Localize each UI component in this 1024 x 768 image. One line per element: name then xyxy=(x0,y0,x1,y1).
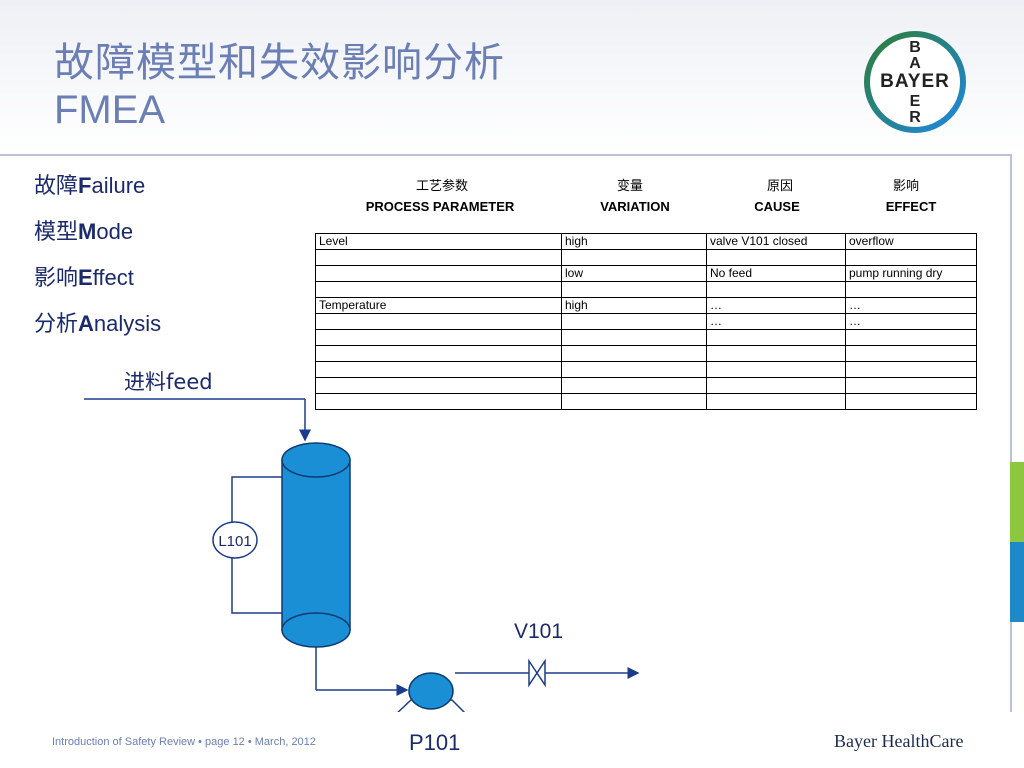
table-cell xyxy=(315,281,562,298)
vessel-icon xyxy=(281,442,351,648)
table-cell xyxy=(315,329,562,346)
table-row xyxy=(315,249,977,266)
header-band xyxy=(0,0,1024,152)
pump-label: P101 xyxy=(409,730,461,755)
table-cell xyxy=(845,249,977,266)
definition-rest: ailure xyxy=(91,173,146,198)
table-cell xyxy=(706,345,846,362)
table-cell: No feed xyxy=(706,265,846,282)
definition-rest: nalysis xyxy=(93,311,162,336)
svg-text:A: A xyxy=(909,55,921,72)
table-cell xyxy=(845,281,977,298)
table-cell xyxy=(561,249,707,266)
table-row xyxy=(315,393,977,410)
table-cell: low xyxy=(561,265,707,282)
pump-icon xyxy=(392,672,470,717)
table-cell: … xyxy=(706,313,846,330)
table-cell xyxy=(706,393,846,410)
table-cell: high xyxy=(561,297,707,314)
svg-text:B: B xyxy=(909,39,921,56)
table-cell xyxy=(706,281,846,298)
footer-brand: Bayer HealthCare xyxy=(834,731,964,751)
definition-cn: 故障 xyxy=(34,173,79,198)
table-cell xyxy=(315,313,562,330)
header-process-parameter: PROCESS PARAMETER xyxy=(365,199,515,214)
process-diagram: 进料feed L101 V101 xyxy=(84,370,640,717)
table-cell xyxy=(561,313,707,330)
bayer-cross-logo: B A BAYER E R xyxy=(864,31,966,133)
table-cell: high xyxy=(561,233,707,250)
definition-analysis: 分析Analysis xyxy=(34,306,161,338)
header-cn-variation: 变量 xyxy=(616,179,643,194)
definition-cn: 模型 xyxy=(34,219,79,244)
table-cell xyxy=(561,281,707,298)
page-title-chinese: 故障模型和失效影响分析 xyxy=(54,40,505,86)
level-instrument-bubble xyxy=(212,521,258,559)
svg-text:R: R xyxy=(909,109,921,126)
definition-mode: 模型Mode xyxy=(34,214,133,246)
table-cell: Level xyxy=(315,233,562,250)
table-cell xyxy=(706,249,846,266)
definition-rest: ffect xyxy=(92,265,134,290)
definition-cn: 影响 xyxy=(34,265,79,290)
table-cell xyxy=(315,265,562,282)
svg-text:BAYER: BAYER xyxy=(880,71,950,92)
valve-label: V101 xyxy=(514,620,563,643)
table-row xyxy=(315,329,977,346)
header-cn-process-parameter: 工艺参数 xyxy=(415,179,468,194)
svg-text:E: E xyxy=(910,93,921,110)
table-cell xyxy=(845,377,977,394)
table-cell xyxy=(845,393,977,410)
definition-rest: ode xyxy=(96,219,134,244)
footer-text: Introduction of Safety Review • page 12 … xyxy=(52,736,316,748)
valve-icon xyxy=(528,658,546,688)
table-cell xyxy=(845,329,977,346)
table-cell xyxy=(706,329,846,346)
definition-cn: 分析 xyxy=(34,311,79,336)
definition-initial: A xyxy=(78,311,94,336)
header-cause: CAUSE xyxy=(754,199,800,214)
table-cell: pump running dry xyxy=(845,265,977,282)
table-cell: … xyxy=(845,313,977,330)
header-cn-effect: 影响 xyxy=(892,179,919,194)
table-cell xyxy=(845,361,977,378)
table-row xyxy=(315,281,977,298)
header-effect: EFFECT xyxy=(885,199,937,214)
table-cell: overflow xyxy=(845,233,977,250)
table-cell: … xyxy=(706,297,846,314)
table-cell xyxy=(561,329,707,346)
definition-initial: E xyxy=(78,265,93,290)
table-cell xyxy=(706,361,846,378)
definition-failure: 故障Failure xyxy=(34,168,145,200)
page-title-fmea: FMEA xyxy=(54,88,166,132)
table-cell: Temperature xyxy=(315,297,562,314)
accent-tab-green xyxy=(1010,462,1024,542)
definition-initial: M xyxy=(78,219,97,244)
table-cell xyxy=(845,345,977,362)
table-cell xyxy=(315,249,562,266)
accent-tab-blue xyxy=(1010,542,1024,622)
header-variation: VARIATION xyxy=(600,199,670,214)
table-cell: … xyxy=(845,297,977,314)
level-instrument-label: L101 xyxy=(218,533,251,550)
table-row: …… xyxy=(315,313,977,330)
table-cell: valve V101 closed xyxy=(706,233,846,250)
footer xyxy=(0,712,1024,768)
definition-effect: 影响Effect xyxy=(34,260,134,292)
feed-label: 进料feed xyxy=(124,370,213,394)
definition-initial: F xyxy=(78,173,92,198)
table-cell xyxy=(706,377,846,394)
header-cn-cause: 原因 xyxy=(766,179,793,194)
